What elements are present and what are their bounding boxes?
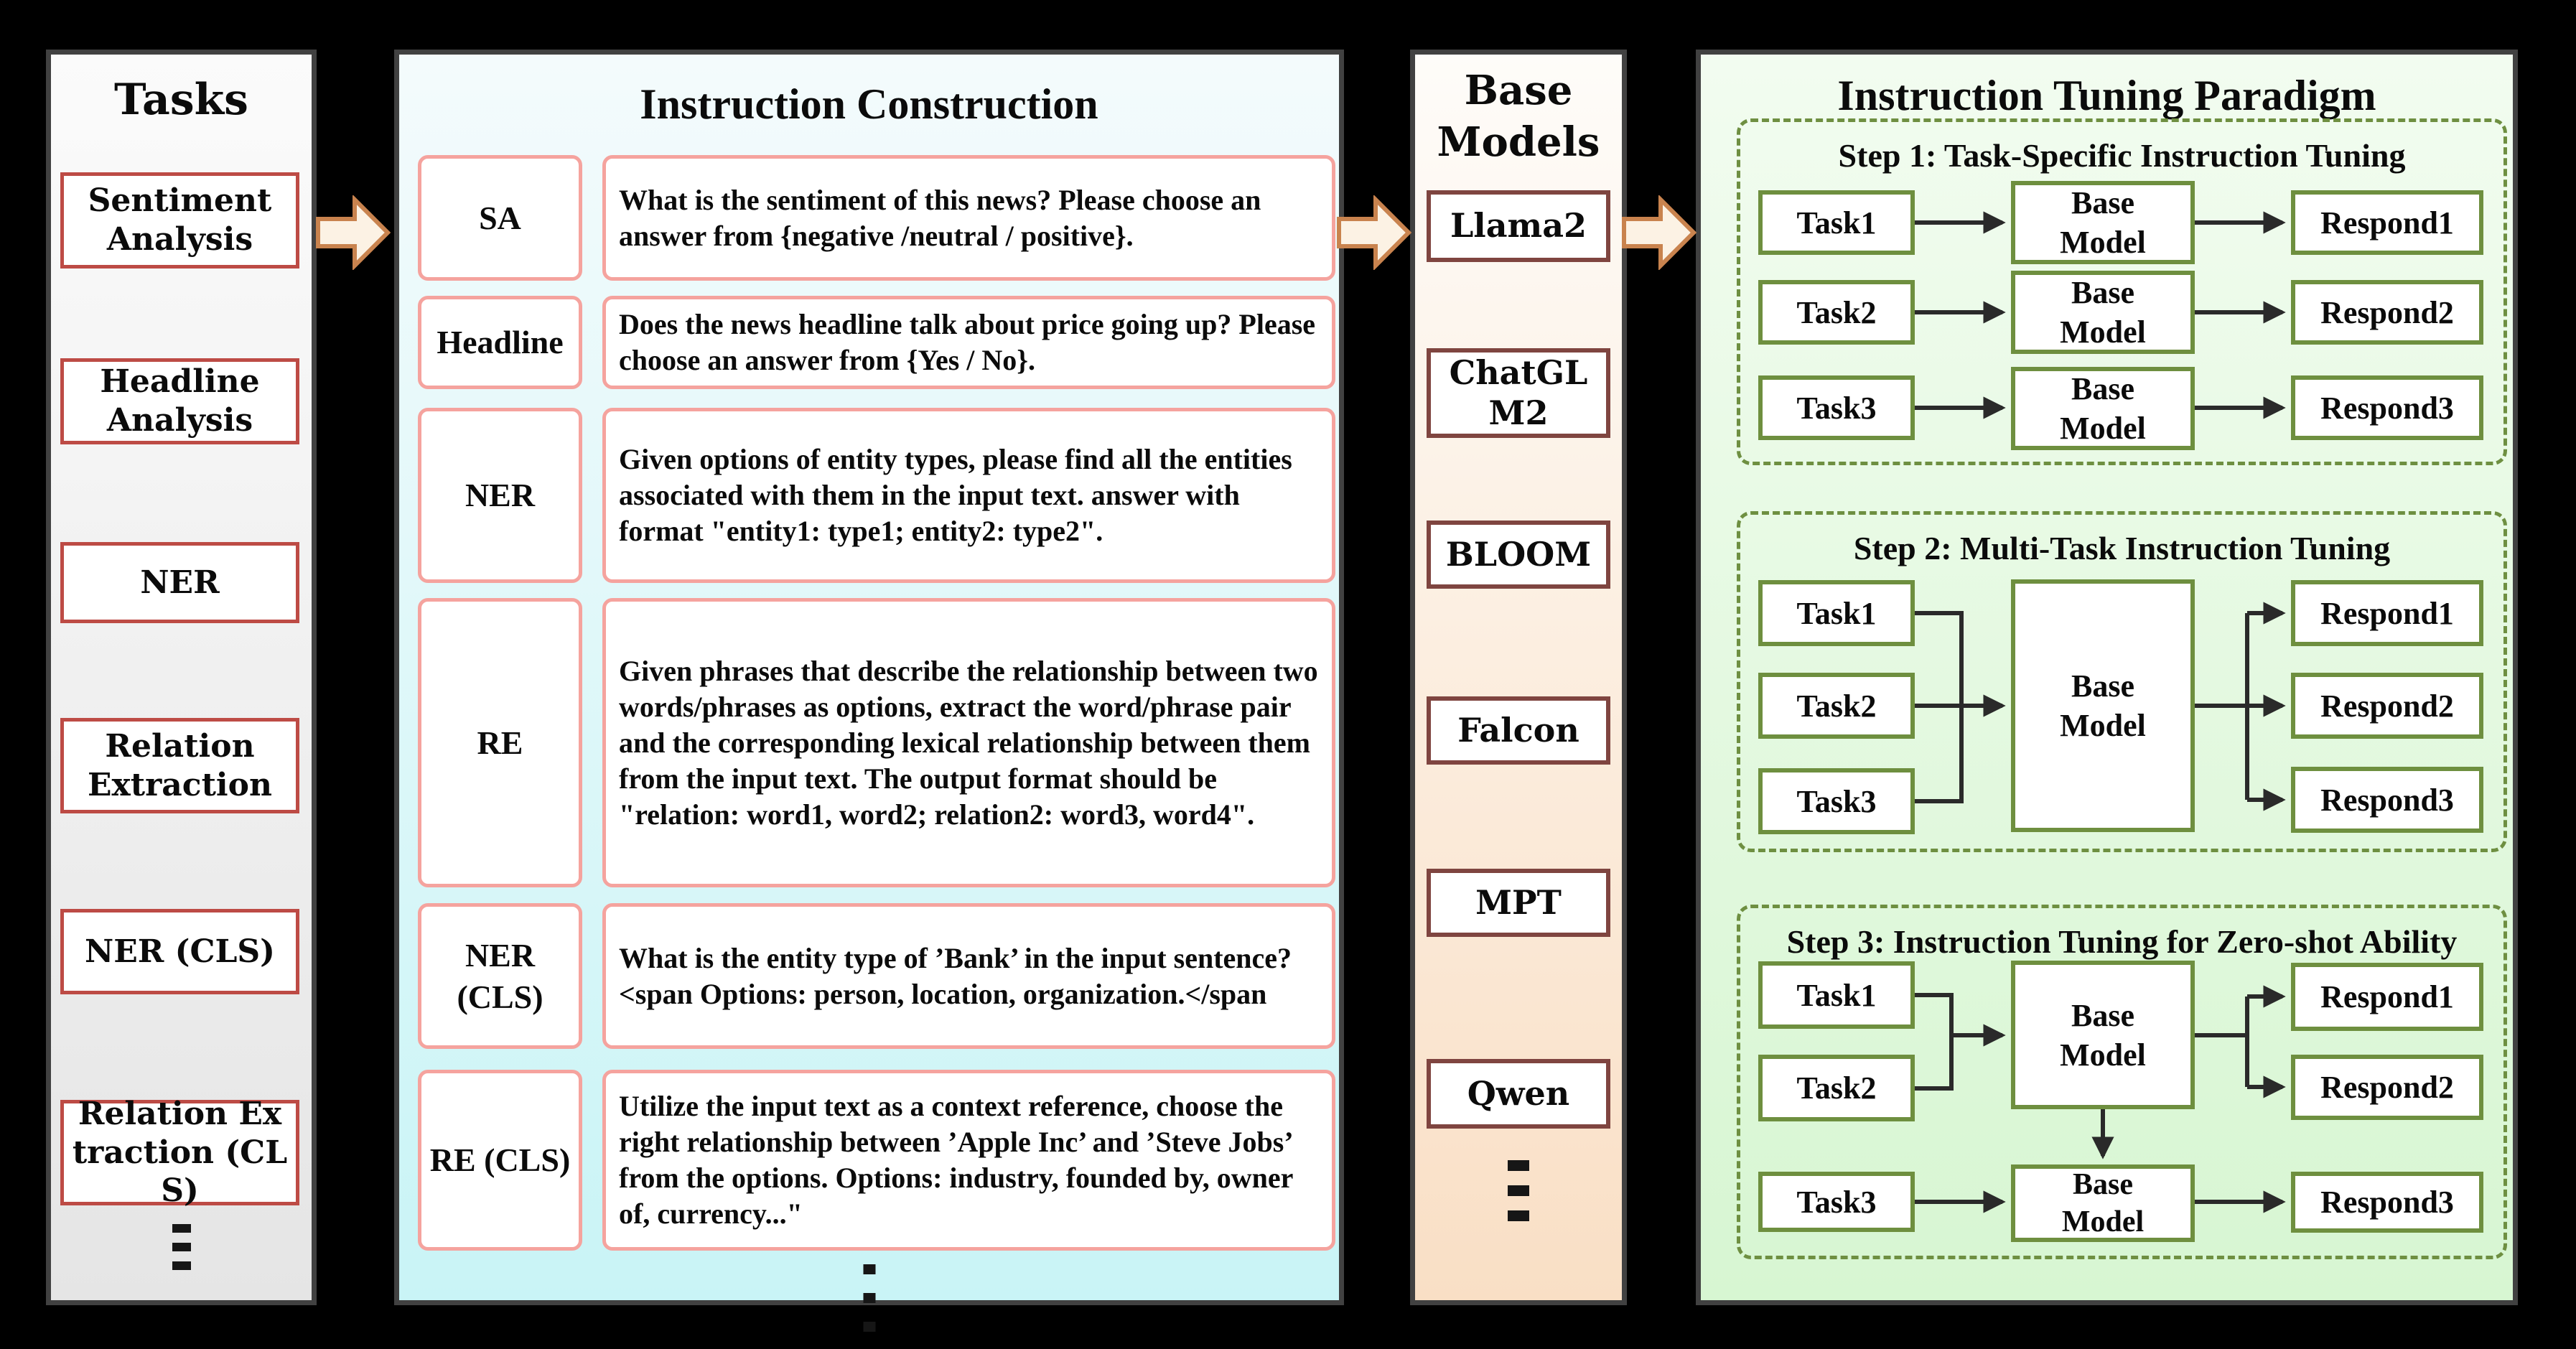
- step-2-group: Step 2: Multi-Task Instruction Tuning: [1737, 511, 2507, 852]
- paradigm-panel-title: Instruction Tuning Paradigm: [1837, 72, 2376, 119]
- task-item-sentiment-analysis: Sentiment Analysis: [60, 172, 299, 269]
- step3-task2-box: Task2: [1758, 1055, 1915, 1121]
- model-item-qwen: Qwen: [1427, 1059, 1610, 1129]
- instruction-tag-re: RE: [418, 598, 582, 887]
- step2-respond2-box: Respond2: [2291, 673, 2483, 739]
- task-item-ner: NER: [60, 542, 299, 623]
- model-item-chatglm2: ChatGLM2: [1427, 348, 1610, 438]
- step-3-group: Step 3: Instruction Tuning for Zero-shot…: [1737, 905, 2507, 1259]
- model-item-mpt: MPT: [1427, 869, 1610, 937]
- instruction-tag-ner: NER: [418, 408, 582, 583]
- instruction-text-ner-cls: What is the entity type of ’Bank’ in the…: [602, 903, 1335, 1049]
- step3-base-model-box-1: Base Model: [2011, 961, 2195, 1109]
- step3-respond2-box: Respond2: [2291, 1055, 2483, 1120]
- flow-arrow-icon-3: [1622, 195, 1697, 270]
- step2-task2-box: Task2: [1758, 673, 1915, 739]
- step1-task3-box: Task3: [1758, 375, 1915, 440]
- instruction-text: Given options of entity types, please fi…: [619, 443, 1292, 547]
- model-item-falcon: Falcon: [1427, 696, 1610, 765]
- step3-task3-box: Task3: [1758, 1172, 1915, 1232]
- instruction-text: Does the news headline talk about price …: [619, 308, 1316, 376]
- step3-respond1-box: Respond1: [2291, 963, 2483, 1031]
- instruction-tag-re-cls: RE (CLS): [418, 1070, 582, 1251]
- task-item-relation-extraction-cls: Relation Extraction (CLS): [60, 1096, 299, 1209]
- instruction-text: Utilize the input text as a context refe…: [619, 1090, 1293, 1230]
- step1-respond1-box: Respond1: [2291, 190, 2483, 255]
- step1-base-model-box-3: Base Model: [2011, 367, 2195, 450]
- step2-respond3-box: Respond3: [2291, 767, 2483, 833]
- step-3-title: Step 3: Instruction Tuning for Zero-shot…: [1786, 923, 2458, 960]
- step1-respond2-box: Respond2: [2291, 280, 2483, 345]
- instruction-tuning-paradigm-panel: Instruction Tuning Paradigm: [1696, 50, 2518, 1305]
- step-1-group: Step 1: Task-Specific Instruction Tuning: [1737, 118, 2507, 465]
- instruction-text-ner: Given options of entity types, please fi…: [602, 408, 1335, 583]
- instruction-text-re: Given phrases that describe the relation…: [602, 598, 1335, 887]
- step1-task2-box: Task2: [1758, 280, 1915, 345]
- tasks-panel: Tasks Sentiment Analysis Headline Analys…: [46, 50, 317, 1305]
- instruction-text-headline: Does the news headline talk about price …: [602, 296, 1335, 389]
- flow-arrow-icon-2: [1337, 195, 1411, 270]
- instruction-tag-headline: Headline: [418, 296, 582, 389]
- vertical-ellipsis-icon: [172, 1219, 191, 1275]
- models-panel-title: Base Models: [1437, 67, 1600, 166]
- model-item-bloom: BLOOM: [1427, 521, 1610, 589]
- instruction-text: Given phrases that describe the relation…: [619, 654, 1318, 831]
- step1-base-model-box-2: Base Model: [2011, 271, 2195, 354]
- step2-respond1-box: Respond1: [2291, 580, 2483, 646]
- task-item-headline-analysis: Headline Analysis: [60, 358, 299, 444]
- vertical-ellipsis-icon: [1508, 1153, 1529, 1228]
- step-2-title: Step 2: Multi-Task Instruction Tuning: [1853, 530, 2391, 566]
- instruction-panel-title: Instruction Construction: [640, 80, 1098, 128]
- step2-task3-box: Task3: [1758, 768, 1915, 834]
- instruction-text: What is the sentiment of this news? Plea…: [619, 183, 1261, 252]
- flow-arrow-icon-1: [316, 195, 391, 270]
- base-models-panel: Base Models Llama2 ChatGLM2 BLOOM Falcon…: [1410, 50, 1627, 1305]
- step-1-title: Step 1: Task-Specific Instruction Tuning: [1838, 137, 2406, 174]
- instruction-text-re-cls: Utilize the input text as a context refe…: [602, 1070, 1335, 1251]
- instruction-text: What is the entity type of ’Bank’ in the…: [619, 941, 1292, 1010]
- step1-respond3-box: Respond3: [2291, 375, 2483, 440]
- step1-base-model-box-1: Base Model: [2011, 181, 2195, 264]
- step2-base-model-box: Base Model: [2011, 579, 2195, 832]
- step1-task1-box: Task1: [1758, 190, 1915, 255]
- step3-base-model-box-2: Base Model: [2011, 1164, 2195, 1242]
- instruction-tag-ner-cls: NER (CLS): [418, 903, 582, 1049]
- model-item-llama2: Llama2: [1427, 190, 1610, 262]
- step2-task1-box: Task1: [1758, 580, 1915, 646]
- task-item-ner-cls: NER (CLS): [60, 909, 299, 994]
- instruction-tag-sa: SA: [418, 155, 582, 281]
- instruction-text-sa: What is the sentiment of this news? Plea…: [602, 155, 1335, 281]
- step3-task1-box: Task1: [1758, 961, 1915, 1029]
- instruction-construction-panel: Instruction Construction SA What is the …: [394, 50, 1344, 1332]
- task-item-relation-extraction: Relation Extraction: [60, 718, 299, 813]
- tasks-panel-title: Tasks: [114, 75, 248, 125]
- step3-respond3-box: Respond3: [2291, 1172, 2483, 1233]
- vertical-ellipsis-icon: [863, 1255, 875, 1341]
